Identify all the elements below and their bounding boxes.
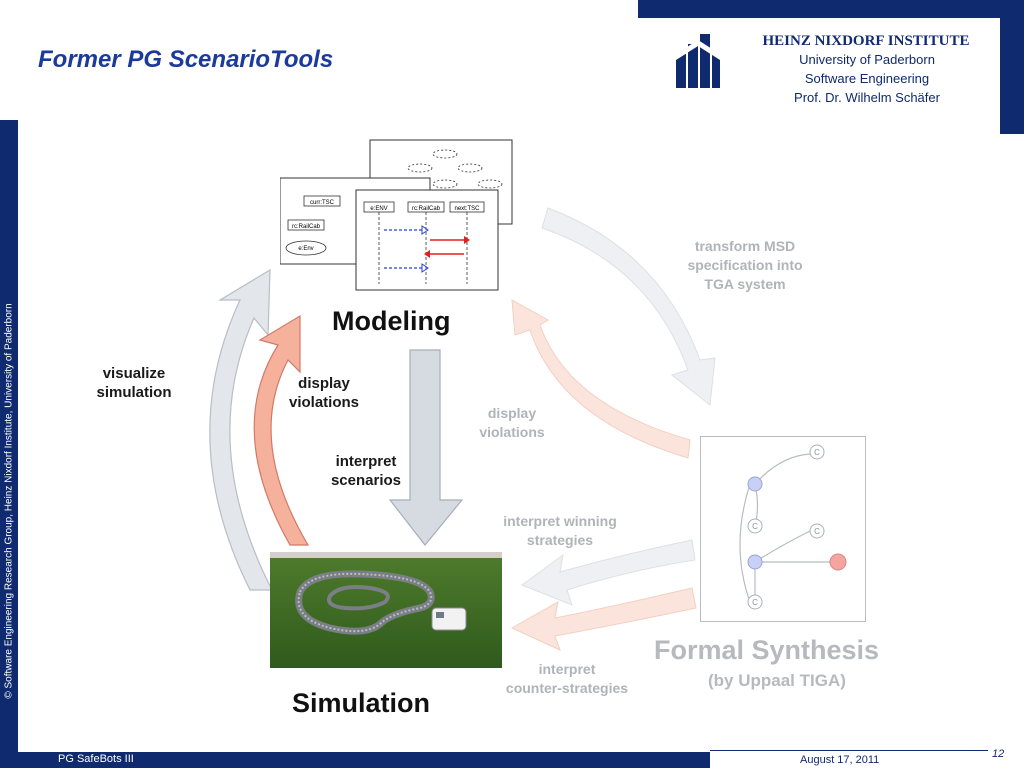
visualize-simulation-arrow	[209, 268, 273, 591]
institute-logo	[676, 34, 720, 88]
transform-label: transform MSD specification into TGA sys…	[687, 238, 803, 292]
visualize-simulation-label: visualize simulation	[96, 365, 172, 401]
interpret-counter-label: interpret counter-strategies	[505, 661, 629, 696]
header-right-bar	[1000, 0, 1024, 134]
interpret-scenarios-arrow	[388, 349, 464, 546]
lifeline-label: rc:RailCab	[412, 206, 441, 212]
header-band	[638, 0, 1024, 18]
institute-university: University of Paderborn	[799, 52, 935, 67]
display-violations-label: display violations	[288, 375, 359, 411]
interpret-counter-arrow	[510, 587, 697, 651]
tga-automaton: C C C C	[700, 436, 866, 622]
slide-title: Former PG ScenarioTools	[38, 46, 334, 73]
interpret-winning-arrow	[520, 539, 696, 606]
footer-course: PG SafeBots III	[58, 753, 134, 765]
footer-date: August 17, 2011	[800, 754, 880, 766]
lifeline-label: e:ENV	[370, 206, 387, 212]
display-violations-arrow	[253, 314, 310, 546]
transform-arrow	[541, 207, 716, 406]
institute-department: Software Engineering	[804, 71, 930, 86]
footer-bar	[0, 752, 710, 768]
object-label: e:Env	[298, 246, 313, 252]
simulation-label: Simulation	[292, 688, 431, 718]
page-number: 12	[992, 748, 1005, 760]
sidebar-band: © Software Engineering Research Group, H…	[0, 120, 18, 762]
lifeline-label: next:TSC	[454, 206, 480, 212]
display-violations-faded-arrow	[511, 299, 691, 459]
modeling-label: Modeling	[332, 306, 451, 336]
footer-divider	[710, 750, 988, 751]
object-label: curr:TSC	[310, 200, 335, 206]
object-label: rc:RailCab	[292, 224, 321, 230]
state-label: C	[814, 448, 820, 457]
interpret-winning-label: interpret winning strategies	[503, 513, 617, 548]
interpret-scenarios-label: interpret scenarios	[330, 453, 402, 489]
state-label: C	[752, 598, 758, 607]
formal-synthesis-label: Formal Synthesis	[654, 635, 880, 665]
institute-professor: Prof. Dr. Wilhelm Schäfer	[794, 90, 940, 105]
state-label: C	[814, 527, 820, 536]
formal-synthesis-subtitle: (by Uppaal TIGA)	[708, 671, 846, 690]
modeling-diagram: curr:TSC rc:RailCab e:Env e:ENV rc:RailC…	[280, 139, 513, 291]
state-label: C	[752, 522, 758, 531]
display-violations-faded-label: display violations	[479, 405, 545, 440]
simulation-screenshot	[270, 552, 502, 668]
institute-name: HEINZ NIXDORF INSTITUTE	[762, 33, 970, 49]
